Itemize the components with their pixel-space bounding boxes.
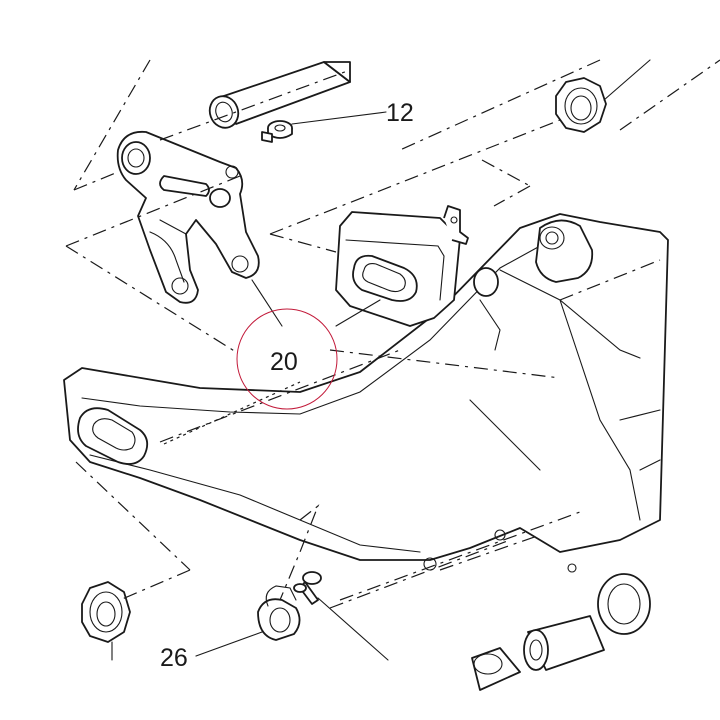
pivot-slot	[77, 407, 149, 465]
bolt-12	[261, 120, 293, 143]
bottom-right-bushing	[471, 573, 651, 691]
callout-20-highlight-ring	[236, 308, 338, 410]
callout-20: 20	[270, 348, 298, 376]
nut-top-right	[555, 77, 607, 133]
nut-bottom-left	[81, 581, 131, 643]
callout-12: 12	[386, 99, 414, 127]
rear-lug	[535, 219, 594, 283]
pivot-tube	[208, 61, 351, 129]
swingarm	[63, 213, 669, 573]
bracket-20	[116, 130, 260, 304]
leader-lines	[111, 59, 651, 661]
callout-26: 26	[160, 644, 188, 672]
small-bolt	[293, 571, 322, 605]
clamp-26	[257, 585, 301, 641]
bearing-housing	[335, 205, 469, 327]
construction-lines	[65, 59, 720, 609]
